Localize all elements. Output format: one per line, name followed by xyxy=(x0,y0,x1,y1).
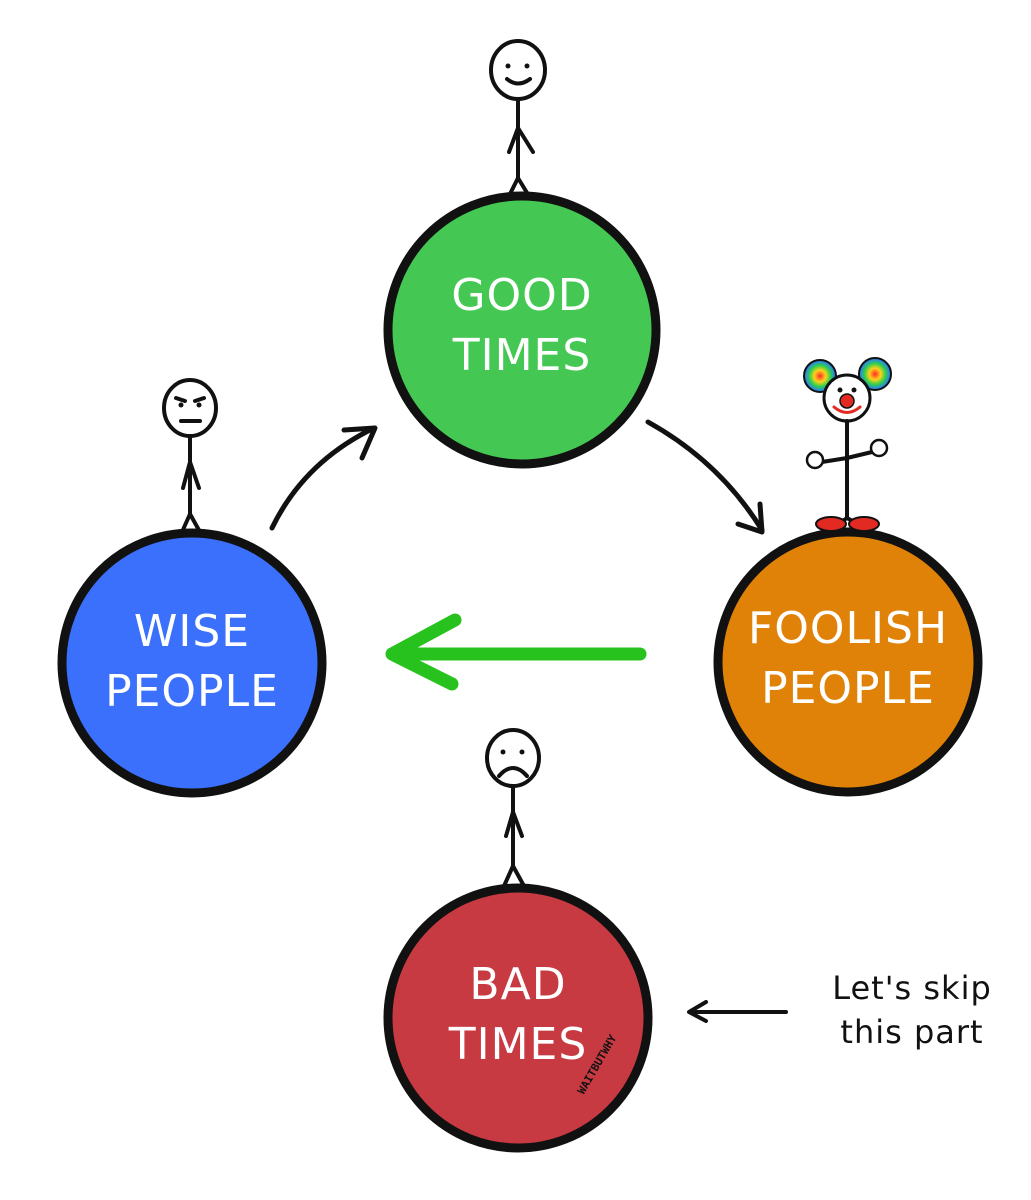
good-times-line1: GOOD xyxy=(451,270,593,321)
good-times-label: GOOD TIMES xyxy=(412,266,632,386)
arrow-good-to-foolish xyxy=(645,419,765,535)
arrow-skip-note xyxy=(687,1000,788,1023)
wise-people-line1: WISE xyxy=(133,606,251,657)
arrow-foolish-to-wise xyxy=(385,613,647,691)
clown-stick-figure xyxy=(803,357,892,532)
bad-times-line1: BAD xyxy=(469,959,567,1010)
foolish-people-circle xyxy=(713,527,983,797)
bad-times-circle xyxy=(383,883,653,1153)
sad-stick-figure xyxy=(485,728,541,888)
foolish-people-line2: PEOPLE xyxy=(761,663,935,714)
foolish-people-line1: FOOLISH xyxy=(747,603,949,654)
happy-stick-figure xyxy=(489,39,547,198)
wise-people-line2: PEOPLE xyxy=(105,666,279,717)
wise-people-circle xyxy=(57,528,327,798)
skip-note: Let's skip this part xyxy=(812,966,1012,1054)
wise-people-label: WISE PEOPLE xyxy=(77,602,307,722)
good-times-circle xyxy=(383,191,661,469)
skip-note-line1: Let's skip xyxy=(832,969,992,1007)
good-times-line2: TIMES xyxy=(452,330,592,381)
bad-times-line2: TIMES xyxy=(448,1019,588,1070)
bad-times-label: BAD TIMES xyxy=(408,955,628,1075)
arrow-wise-to-good xyxy=(269,425,378,531)
skip-note-line2: this part xyxy=(840,1013,984,1051)
wise-stick-figure xyxy=(162,378,218,534)
foolish-people-label: FOOLISH PEOPLE xyxy=(728,599,968,719)
